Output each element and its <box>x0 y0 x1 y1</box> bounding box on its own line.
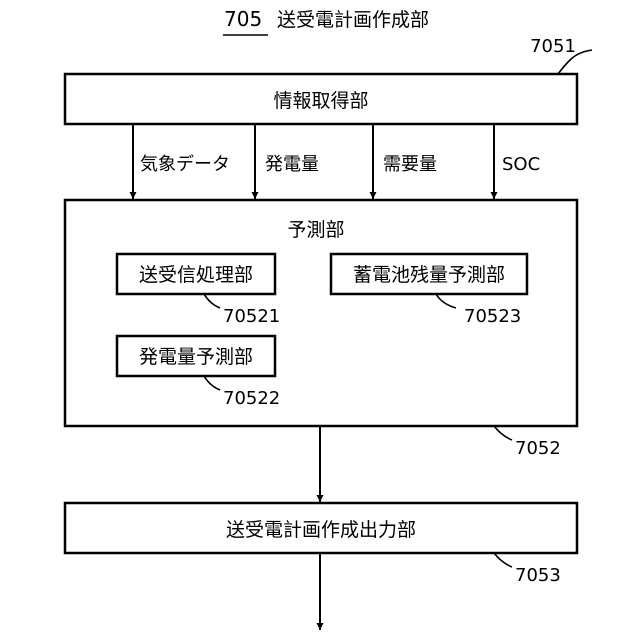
sub-block-battery-label: 蓄電池残量予測部 <box>353 264 505 286</box>
ref-70522-label: 70522 <box>223 388 280 409</box>
output-label: 送受電計画作成出力部 <box>226 519 416 541</box>
info-acquisition-block: 情報取得部 <box>65 74 577 124</box>
flow-label-weather: 気象データ <box>140 154 230 175</box>
ref-7052: 7052 <box>494 426 561 459</box>
title-text: 送受電計画作成部 <box>277 9 429 31</box>
ref-7051: 7051 <box>530 36 592 74</box>
ref-7052-label: 7052 <box>515 438 561 459</box>
ref-7053-leader <box>494 553 512 567</box>
title-number: 705 <box>224 7 262 31</box>
output-block: 送受電計画作成出力部 <box>65 503 577 553</box>
prediction-label: 予測部 <box>287 219 344 241</box>
flow-label-demand: 需要量 <box>383 154 437 175</box>
flow-label-generation: 発電量 <box>265 154 319 175</box>
info-acquisition-label: 情報取得部 <box>273 90 368 112</box>
ref-70523-label: 70523 <box>464 306 521 327</box>
input-flows: 気象データ 発電量 需要量 SOC <box>133 124 540 199</box>
diagram-title: 705 送受電計画作成部 <box>223 7 429 35</box>
ref-70521-label: 70521 <box>223 306 280 327</box>
ref-7051-label: 7051 <box>530 36 576 57</box>
sub-block-generation-label: 発電量予測部 <box>139 346 253 368</box>
sub-block-transceiver-label: 送受信処理部 <box>139 264 253 286</box>
prediction-block: 予測部 送受信処理部 70521 蓄電池残量予測部 70523 発電量予測部 7… <box>65 200 577 426</box>
ref-7053-label: 7053 <box>515 565 561 586</box>
ref-7052-leader <box>494 426 512 440</box>
flow-label-soc: SOC <box>502 154 540 175</box>
ref-7053: 7053 <box>494 553 561 586</box>
